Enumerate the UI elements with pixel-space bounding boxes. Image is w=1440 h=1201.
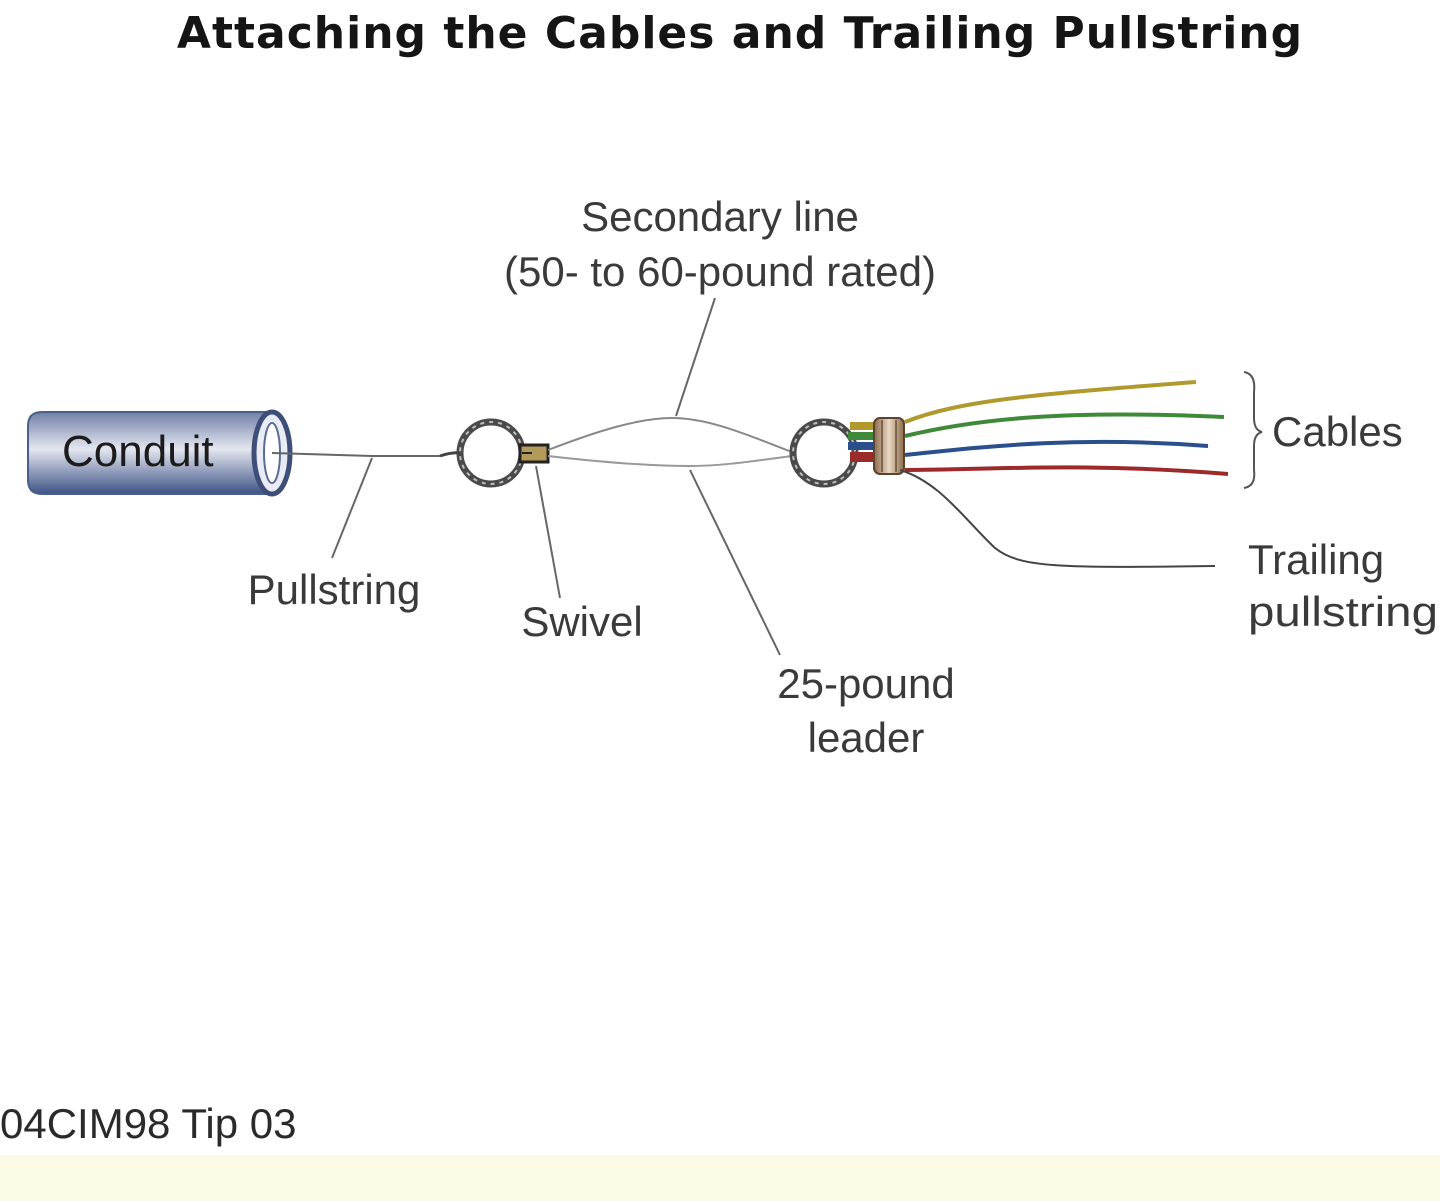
trailing-pullstring-line: [899, 469, 1216, 568]
secondary-line: [547, 416, 793, 453]
cable-red: [904, 465, 1229, 476]
swivel: [518, 443, 550, 464]
figure-title: Attaching the Cables and Trailing Pullst…: [176, 8, 1304, 59]
leader-line: [547, 455, 793, 468]
footer-band: [0, 1155, 1440, 1201]
swivel-label: Swivel: [521, 598, 642, 645]
swivel-pointer: [535, 465, 561, 599]
cable-blue: [904, 439, 1209, 457]
leader-pointer: [689, 469, 781, 656]
secondary-line-label-2: (50- to 60-pound rated): [504, 248, 936, 295]
tape-wrap: [873, 417, 905, 475]
cable-green: [904, 412, 1225, 438]
trailing-pullstring-label-1: Trailing: [1248, 536, 1384, 583]
pullstring-line: [271, 452, 440, 457]
cables-brace: [1243, 371, 1263, 489]
leader-label-2: leader: [808, 714, 925, 761]
conduit: Conduit: [27, 409, 293, 497]
leader-label-1: 25-pound: [777, 660, 955, 707]
cables-label: Cables: [1272, 408, 1403, 455]
pullstring-label: Pullstring: [248, 566, 421, 613]
figure-code: 04CIM98 Tip 03: [0, 1100, 297, 1147]
trailing-pullstring-label-2: pullstring: [1248, 588, 1438, 635]
secondary-pointer: [675, 297, 716, 417]
cable-yellow: [904, 380, 1197, 424]
conduit-label: Conduit: [62, 427, 214, 476]
secondary-line-label-1: Secondary line: [581, 193, 859, 240]
pullstring-pointer: [331, 457, 373, 559]
